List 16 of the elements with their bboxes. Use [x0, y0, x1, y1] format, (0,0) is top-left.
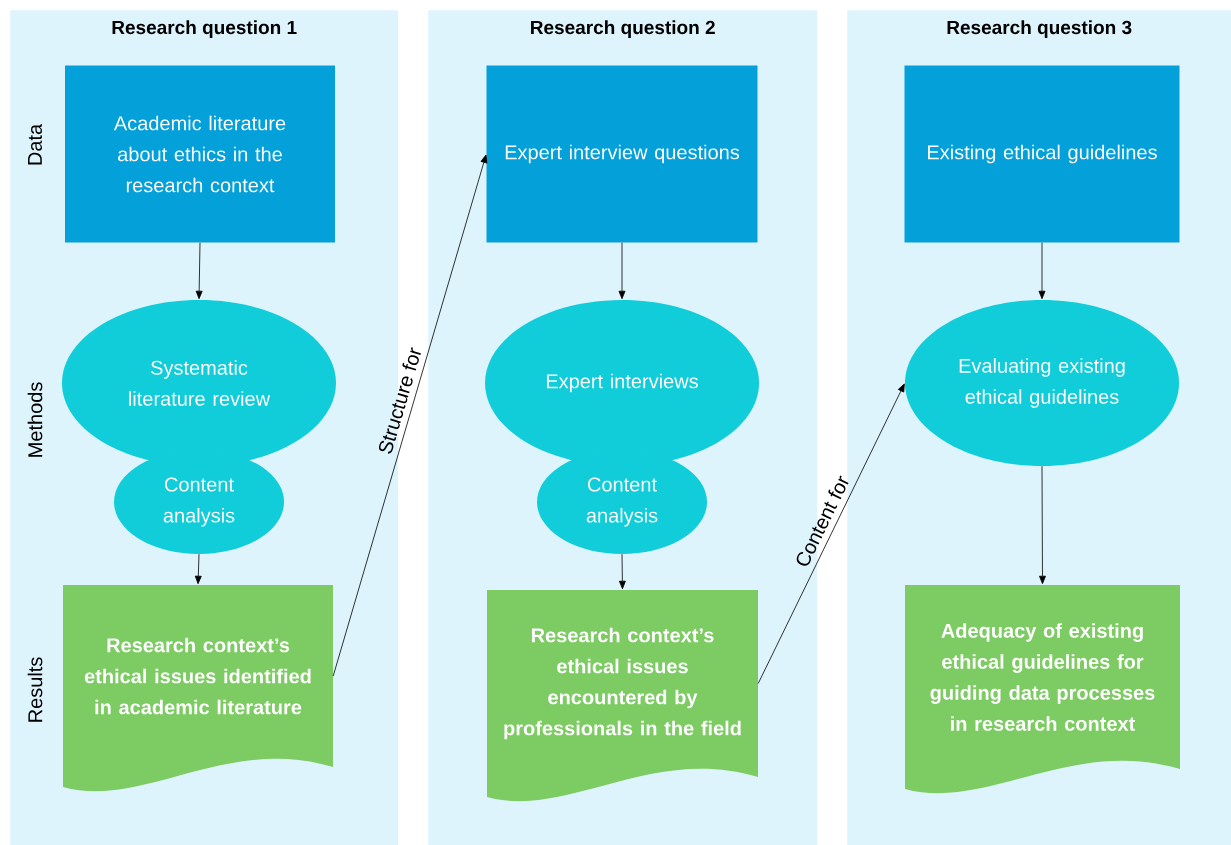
arrow — [1038, 242, 1046, 300]
arrow — [195, 242, 203, 300]
row-label: Data — [28, 123, 42, 165]
arrow — [1039, 465, 1046, 585]
arrow — [618, 553, 626, 590]
data-box: Existing ethical guidelines — [904, 65, 1180, 243]
arrow — [618, 242, 626, 300]
arrow — [194, 553, 202, 585]
row-label: Results — [27, 657, 43, 722]
node-label: Content analysis — [163, 477, 235, 527]
data-box: Expert interview questions — [486, 65, 758, 243]
arrow — [332, 154, 488, 677]
arrow — [757, 383, 905, 684]
data-box: Academic literature about ethics in the research context — [65, 65, 335, 243]
row-label: Methods — [27, 382, 43, 457]
node-label: Content analysis — [586, 477, 658, 527]
